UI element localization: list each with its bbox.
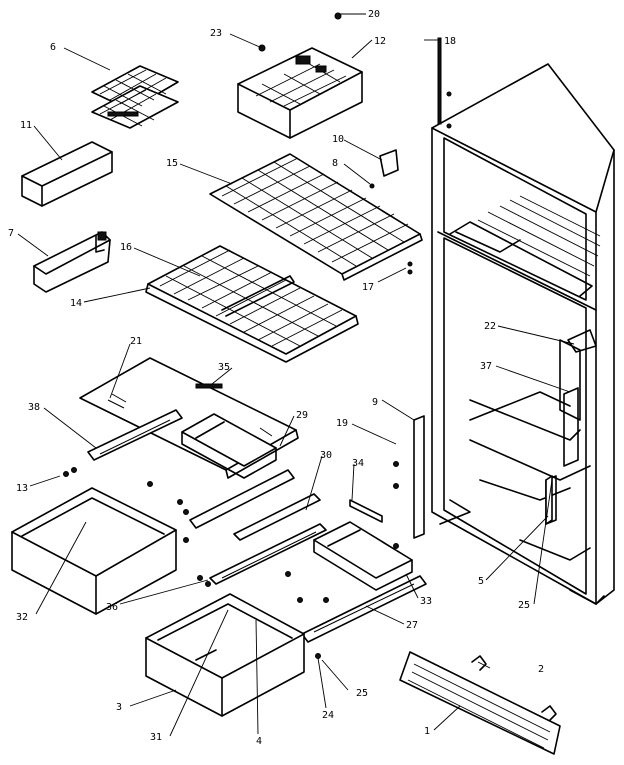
callout-38: 38 bbox=[28, 402, 40, 413]
callout-18: 18 bbox=[444, 36, 456, 47]
callout-23: 23 bbox=[210, 28, 222, 39]
crisper-cover bbox=[79, 357, 299, 479]
fresh-food-shelf bbox=[145, 245, 359, 363]
lower-crisper-drawer bbox=[145, 593, 305, 717]
rail-34 bbox=[349, 499, 383, 523]
callout-8: 8 bbox=[332, 158, 338, 169]
callout-14: 14 bbox=[70, 298, 82, 309]
slide-36 bbox=[209, 523, 327, 585]
callout-11: 11 bbox=[20, 120, 32, 131]
callout-17: 17 bbox=[362, 282, 374, 293]
lower-crisper-frame bbox=[313, 521, 413, 591]
freezer-shelf bbox=[209, 153, 423, 281]
callout-9: 9 bbox=[372, 397, 378, 408]
callout-24: 24 bbox=[322, 710, 334, 721]
slide-27 bbox=[301, 575, 427, 643]
callout-31: 31 bbox=[150, 732, 162, 743]
callout-19: 19 bbox=[336, 418, 348, 429]
callout-35: 35 bbox=[218, 362, 230, 373]
crisper-frame bbox=[181, 383, 277, 479]
callout-34: 34 bbox=[352, 458, 364, 469]
callout-25-top: 25 bbox=[518, 600, 530, 611]
callout-30: 30 bbox=[320, 450, 332, 461]
grille-clip-2 bbox=[471, 655, 487, 671]
mullion-strip bbox=[413, 415, 425, 539]
callout-33: 33 bbox=[420, 596, 432, 607]
grille-clip-1 bbox=[541, 705, 557, 721]
callout-15: 15 bbox=[166, 158, 178, 169]
callout-5: 5 bbox=[478, 576, 484, 587]
callout-16: 16 bbox=[120, 242, 132, 253]
callout-10: 10 bbox=[332, 134, 344, 145]
toe-grille bbox=[399, 651, 561, 755]
right-rail bbox=[189, 469, 295, 529]
callout-20: 20 bbox=[368, 9, 380, 20]
callout-7: 7 bbox=[8, 228, 14, 239]
left-rail bbox=[87, 409, 183, 461]
ice-bin bbox=[237, 47, 363, 139]
screw-20 bbox=[334, 12, 342, 20]
bracket-10 bbox=[369, 149, 399, 189]
callout-1: 1 bbox=[424, 726, 430, 737]
callout-labels: 6 23 20 12 18 11 10 8 15 7 16 14 17 21 2… bbox=[8, 9, 544, 747]
callout-12: 12 bbox=[374, 36, 386, 47]
callout-32: 32 bbox=[16, 612, 28, 623]
callout-25-bottom: 25 bbox=[356, 688, 368, 699]
callout-2: 2 bbox=[538, 664, 544, 675]
callout-29: 29 bbox=[296, 410, 308, 421]
callout-4: 4 bbox=[256, 736, 262, 747]
ice-trays bbox=[91, 65, 179, 129]
callout-27: 27 bbox=[406, 620, 418, 631]
callout-37: 37 bbox=[480, 361, 492, 372]
cabinet bbox=[407, 37, 615, 605]
callout-6: 6 bbox=[50, 42, 56, 53]
callout-3: 3 bbox=[116, 702, 122, 713]
leader-lines bbox=[17, 13, 575, 737]
callout-22: 22 bbox=[484, 321, 496, 332]
butter-bin bbox=[21, 141, 113, 207]
lower-rail-30 bbox=[233, 493, 321, 541]
callout-13: 13 bbox=[16, 483, 28, 494]
callout-21: 21 bbox=[130, 336, 142, 347]
fasteners bbox=[63, 461, 399, 659]
callout-36: 36 bbox=[106, 602, 118, 613]
door-bin bbox=[33, 231, 111, 293]
